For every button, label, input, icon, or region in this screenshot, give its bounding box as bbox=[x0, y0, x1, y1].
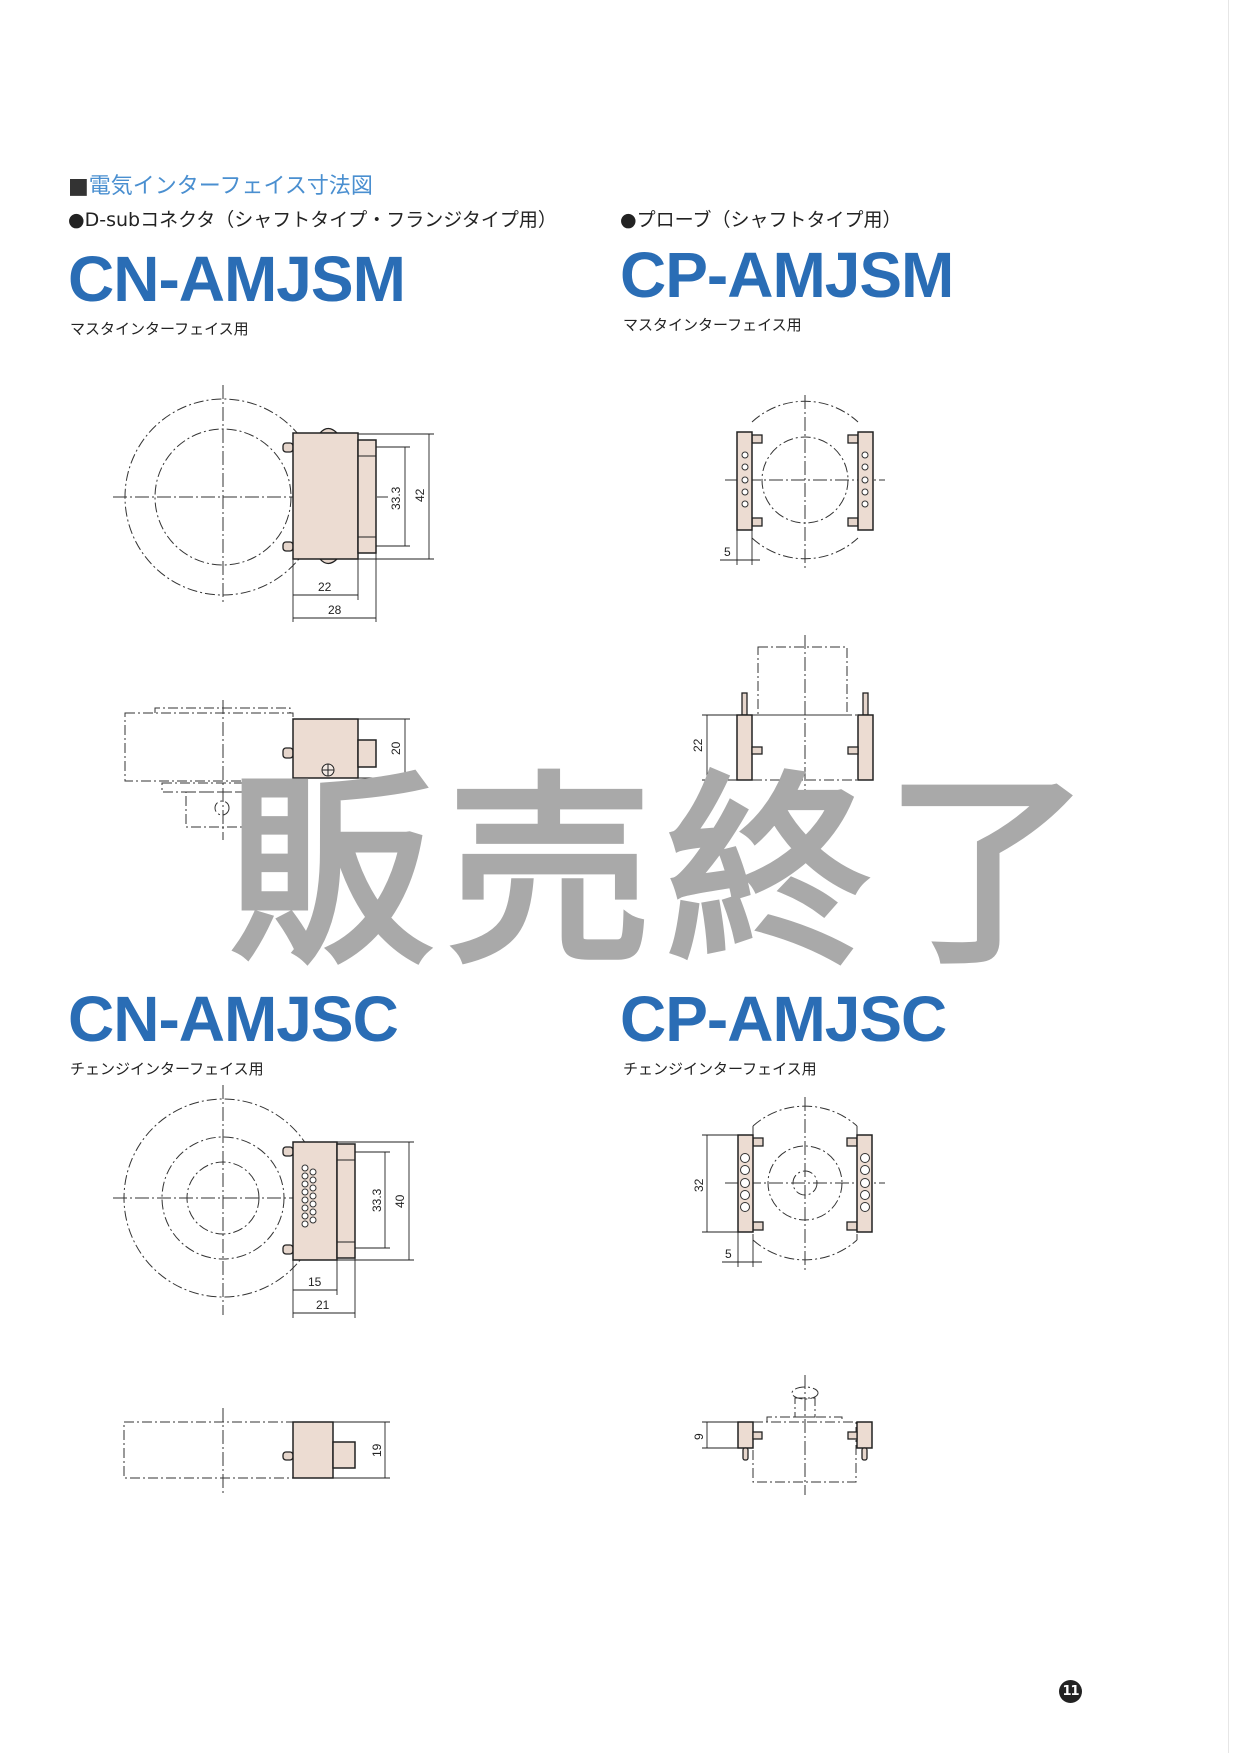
square-marker: ■ bbox=[68, 174, 89, 199]
dim-9: 9 bbox=[692, 1433, 706, 1440]
probe-contacts bbox=[740, 1153, 870, 1212]
page-number: 11 bbox=[1059, 1680, 1082, 1703]
dim-5-c: 5 bbox=[725, 1247, 732, 1261]
dim-5: 5 bbox=[724, 545, 731, 559]
connector-pin-holes bbox=[301, 1164, 317, 1228]
dim-33-3: 33.3 bbox=[389, 486, 403, 510]
usage-cp-amjsc: チェンジインターフェイス用 bbox=[623, 1060, 817, 1078]
dim-28: 28 bbox=[328, 603, 342, 617]
usage-cp-amjsm: マスタインターフェイス用 bbox=[623, 316, 802, 334]
model-cp-amjsm: CP-AMJSM bbox=[620, 239, 954, 311]
cp-amjsc-top-view: 32 5 bbox=[692, 1097, 885, 1272]
section-title-text: 電気インターフェイス寸法図 bbox=[88, 174, 373, 199]
probe-heading: ●プローブ（シャフトタイプ用） bbox=[620, 209, 902, 231]
model-cn-amjsc: CN-AMJSC bbox=[68, 983, 399, 1055]
model-cp-amjsc: CP-AMJSC bbox=[620, 983, 947, 1055]
dim-32: 32 bbox=[692, 1178, 706, 1192]
usage-cn-amjsm: マスタインターフェイス用 bbox=[70, 320, 249, 338]
dsub-connector-heading: ●D-subコネクタ（シャフトタイプ・フランジタイプ用） bbox=[68, 209, 557, 231]
discontinued-watermark: 販売終了 bbox=[228, 755, 1104, 993]
probe-holes bbox=[741, 451, 869, 508]
usage-cn-amjsc: チェンジインターフェイス用 bbox=[70, 1060, 264, 1078]
dim-42: 42 bbox=[413, 488, 427, 502]
dim-19: 19 bbox=[370, 1443, 384, 1457]
dim-22: 22 bbox=[318, 580, 332, 594]
cn-amjsc-side-view: 19 bbox=[123, 1408, 390, 1495]
cn-amjsm-top-view: 33.3 42 22 28 bbox=[113, 385, 434, 622]
dim-21: 21 bbox=[316, 1298, 330, 1312]
dim-20: 20 bbox=[389, 741, 403, 755]
model-cn-amjsm: CN-AMJSM bbox=[68, 243, 406, 315]
page-edge bbox=[1228, 0, 1229, 1753]
dim-22-probe: 22 bbox=[691, 738, 705, 752]
dim-40: 40 bbox=[393, 1194, 407, 1208]
cn-amjsc-top-view: 33.3 40 15 21 bbox=[113, 1085, 414, 1318]
section-title: ■電気インターフェイス寸法図 bbox=[68, 174, 373, 200]
cn-amjsm-side-view: 20 bbox=[124, 700, 410, 840]
dim-33-3-c: 33.3 bbox=[370, 1188, 384, 1212]
dim-15: 15 bbox=[308, 1275, 322, 1289]
cp-amjsc-side-view: 9 bbox=[692, 1375, 873, 1495]
cp-amjsm-side-view: 22 bbox=[691, 635, 874, 795]
cp-amjsm-top-view: 5 bbox=[720, 395, 885, 570]
